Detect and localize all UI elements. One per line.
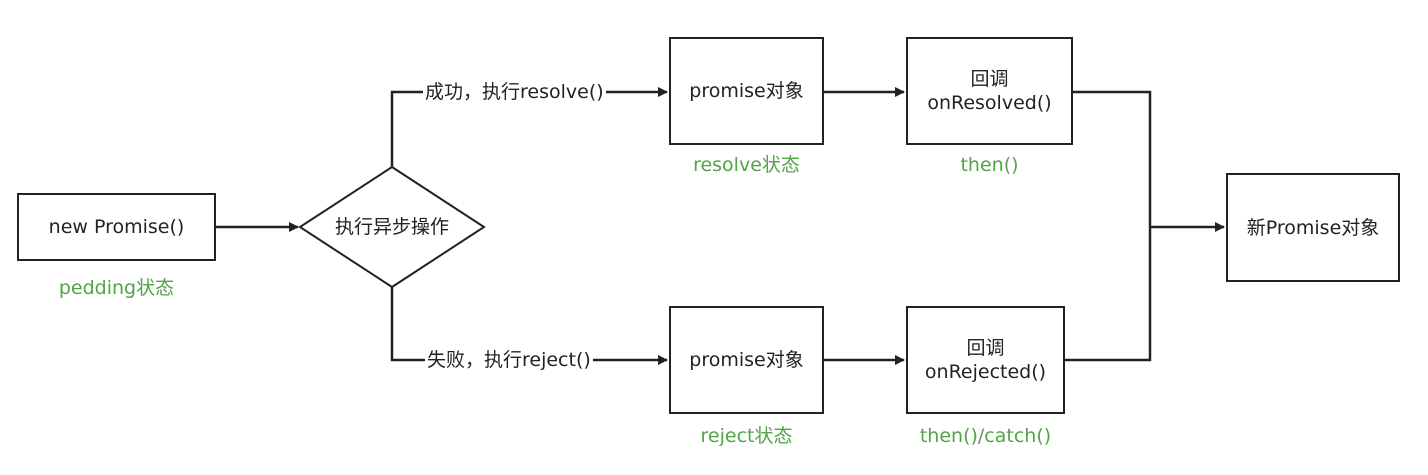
node-on-rejected-line2: onRejected() [924,361,1047,383]
edge-label-success: 成功，执行resolve() [423,80,606,104]
edge-label-failure: 失败，执行reject() [425,348,593,372]
node-on-resolved: 回调 onResolved() [906,37,1073,145]
node-on-resolved-line1: 回调 [970,68,1009,90]
node-resolved-promise: promise对象 [669,37,824,145]
node-rejected-promise-label: promise对象 [689,349,804,371]
node-new-promise-result-label: 新Promise对象 [1246,216,1380,239]
node-rejected-promise: promise对象 [669,306,824,414]
node-new-promise-start: new Promise() [17,193,216,261]
decision-label: 执行异步操作 [334,216,449,238]
node-on-rejected: 回调 onRejected() [906,306,1065,414]
line-on-resolved-to-merge [1073,90,1152,227]
node-on-rejected-line1: 回调 [966,337,1005,359]
state-label-then-catch: then()/catch() [919,425,1052,447]
state-label-then: then() [960,154,1019,176]
state-label-reject: reject状态 [700,425,793,447]
node-on-resolved-line2: onResolved() [927,92,1052,114]
line-on-rejected-to-merge [1065,227,1152,362]
node-new-promise-result: 新Promise对象 [1226,173,1400,282]
node-new-promise-start-label: new Promise() [48,216,185,238]
state-label-resolve: resolve状态 [693,154,800,176]
node-resolved-promise-label: promise对象 [689,80,804,102]
state-label-pending: pedding状态 [58,277,175,299]
